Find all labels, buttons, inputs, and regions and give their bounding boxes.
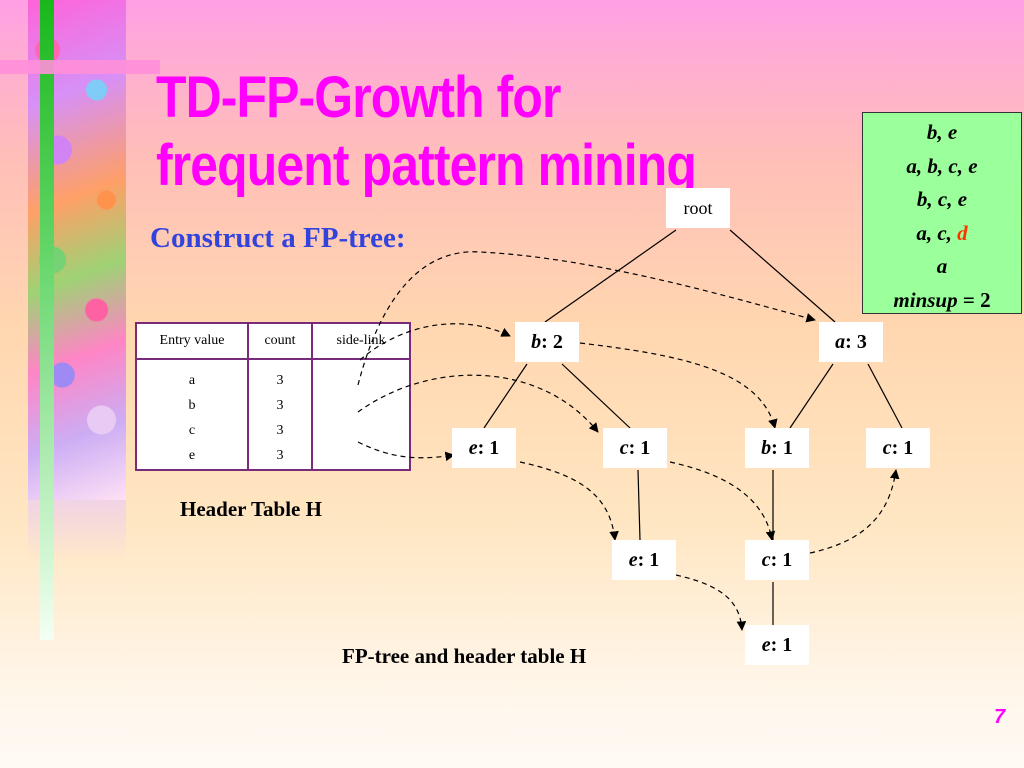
node-count: : 1	[637, 549, 660, 571]
tree-node-c1-low: c: 1	[745, 540, 809, 580]
sidelink-c-c	[669, 461, 776, 541]
node-item: e	[628, 549, 638, 571]
side-link-cell	[311, 359, 411, 470]
entry-value: c	[188, 423, 196, 438]
node-count: : 3	[845, 331, 867, 353]
header-table-caption: Header Table H	[180, 497, 322, 521]
transaction-line: b, e	[926, 120, 958, 144]
fp-tree-caption: FP-tree and header table H	[342, 644, 587, 668]
edge-b-e	[483, 363, 528, 429]
sidelink-c-c2	[809, 469, 900, 554]
tree-node-e1-bottom: e: 1	[745, 625, 809, 665]
sidelink-e-e2	[675, 574, 747, 631]
entry-values-cell: a b c e	[135, 359, 249, 470]
sidelink-e	[357, 441, 455, 462]
transaction-line: a, b, c, e	[906, 153, 978, 178]
node-item: c	[619, 437, 629, 459]
minsup-label: minsup	[893, 287, 958, 312]
infrequent-item: d	[957, 220, 968, 245]
node-item: e	[468, 437, 478, 459]
tree-node-e1-mid: e: 1	[612, 540, 676, 580]
minsup-value: = 2	[957, 287, 991, 312]
entry-count: 3	[276, 398, 284, 413]
node-item: e	[761, 634, 771, 656]
entry-count: 3	[276, 448, 284, 463]
tree-node-c1-right: c: 1	[866, 428, 930, 468]
edge-c-e	[637, 469, 641, 541]
tree-node-a3: a: 3	[819, 322, 883, 362]
tree-node-e1-left: e: 1	[452, 428, 516, 468]
node-count: : 1	[477, 437, 500, 459]
node-count: : 1	[628, 437, 651, 459]
transaction-items: a, c,	[916, 220, 958, 245]
header-col-sidelink: side-link	[311, 322, 411, 360]
transaction-line: a, c, d	[863, 217, 1021, 251]
transaction-database-box: b, e a, b, c, e b, c, e a, c, d a minsup…	[862, 112, 1022, 314]
entry-value: a	[188, 373, 196, 388]
node-count: : 2	[541, 331, 563, 353]
minsup-line: minsup = 2	[863, 284, 1021, 318]
header-col-count: count	[247, 322, 313, 360]
slide-subtitle: Construct a FP-tree:	[150, 222, 406, 254]
edge-root-b	[544, 229, 677, 323]
transaction-line: b, c, e	[916, 187, 968, 211]
node-count: : 1	[891, 437, 914, 459]
node-item: b	[531, 331, 542, 353]
decorative-green-bar	[40, 0, 54, 640]
entry-count: 3	[276, 373, 284, 388]
sidelink-e-e	[519, 461, 619, 541]
node-item: c	[882, 437, 892, 459]
node-item: c	[761, 549, 771, 571]
tree-node-b2: b: 2	[515, 322, 579, 362]
tree-node-b1: b: 1	[745, 428, 809, 468]
decorative-pink-bar	[0, 60, 160, 74]
node-count: : 1	[771, 437, 793, 459]
node-count: : 1	[770, 549, 793, 571]
edge-a-b	[789, 363, 834, 429]
tree-node-c1-mid: c: 1	[603, 428, 667, 468]
page-number: 7	[994, 706, 1006, 728]
node-count: : 1	[770, 634, 793, 656]
edge-root-a	[729, 229, 836, 323]
node-item: b	[761, 437, 772, 459]
entry-value: e	[188, 448, 196, 463]
sidelink-b	[359, 323, 511, 361]
counts-cell: 3 3 3 3	[247, 359, 313, 470]
node-item: a	[835, 331, 846, 353]
edge-b-c	[561, 363, 631, 429]
tree-root-node: root	[666, 188, 730, 228]
sidelink-b-b	[579, 342, 778, 429]
entry-count: 3	[276, 423, 284, 438]
sidelink-a	[357, 251, 816, 386]
slide-title: TD-FP-Growth for frequent pattern mining	[156, 65, 697, 198]
transaction-line: a	[936, 254, 948, 278]
header-table: Entry value count side-link a b c e 3 3 …	[135, 322, 411, 471]
header-col-entry: Entry value	[135, 322, 249, 360]
sidelink-c	[357, 374, 599, 433]
entry-value: b	[188, 398, 196, 413]
edge-a-c	[867, 363, 903, 429]
